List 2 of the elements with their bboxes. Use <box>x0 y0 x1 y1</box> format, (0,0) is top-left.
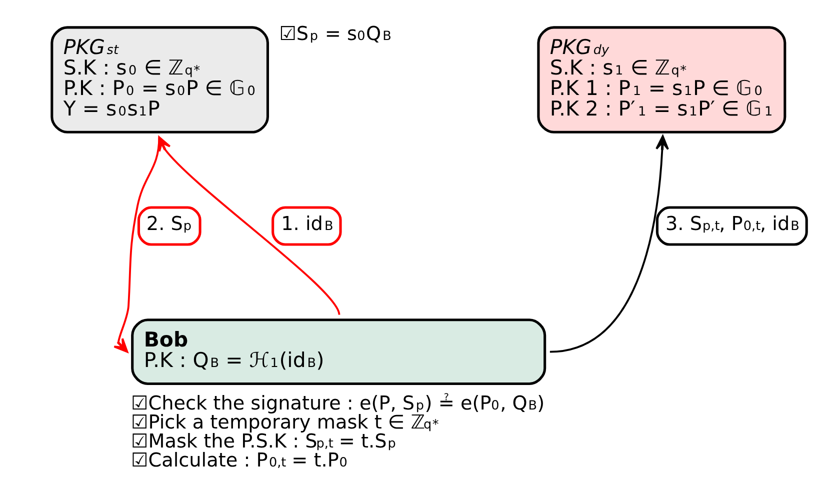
edge-label: 2. Sp <box>146 212 192 235</box>
node-label: ☑Calculate : P0,t = t.P0 <box>130 448 347 472</box>
